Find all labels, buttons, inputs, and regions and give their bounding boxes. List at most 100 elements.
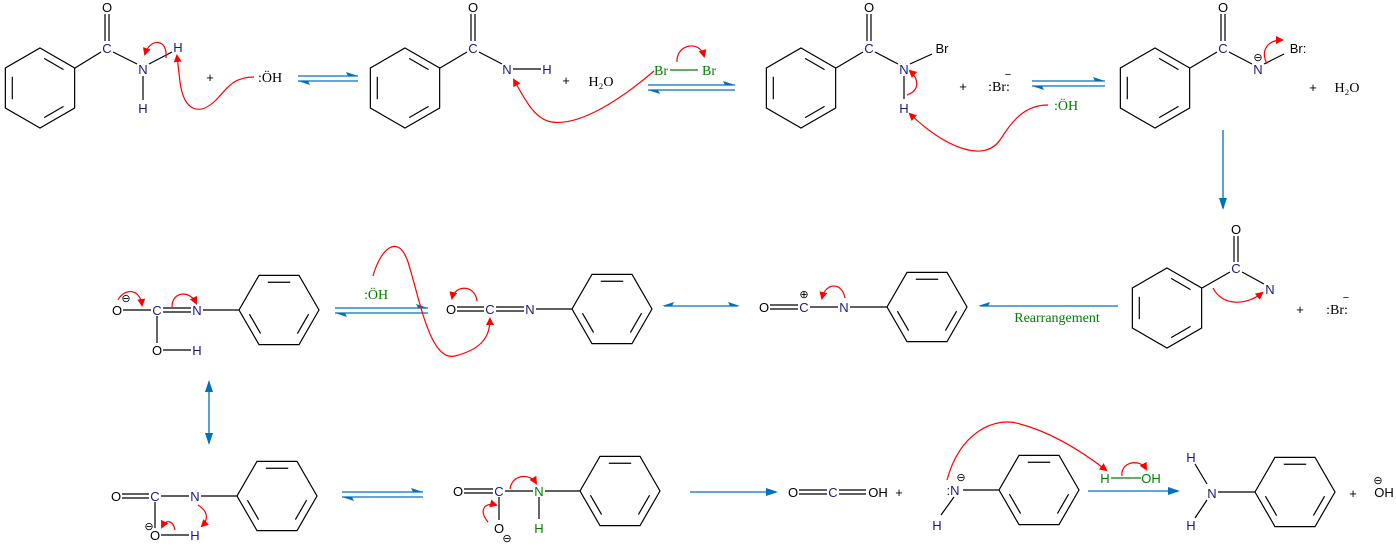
benzene-ring — [571, 273, 653, 345]
negative-charge: ⊖ — [1373, 475, 1382, 487]
amide-anion: O C N H — [439, 0, 552, 77]
atom-o: O — [1218, 0, 1228, 15]
resonance-arrow-vertical — [205, 380, 213, 445]
benzene-ring — [579, 455, 661, 527]
atom-h: H — [534, 521, 543, 536]
positive-charge: ⊕ — [799, 289, 808, 301]
atom-o: O — [494, 521, 504, 536]
electron-arrow — [449, 287, 478, 302]
atom-o: O — [152, 343, 162, 358]
hydroxide-label: :ÖH — [258, 69, 282, 86]
atom-c: C — [152, 303, 161, 318]
ring-double-bond — [944, 310, 958, 331]
atom-o: O — [468, 0, 478, 15]
atom-h: H — [1186, 450, 1195, 465]
electron-arrow — [142, 41, 167, 59]
ring-double-bond — [896, 310, 910, 331]
electron-arrow — [676, 45, 707, 63]
negative-charge: − — [1005, 69, 1011, 81]
electron-arrow — [161, 519, 176, 531]
electron-arrow — [946, 421, 1108, 481]
atom-oh: OH — [868, 485, 888, 500]
benzene-ring — [238, 274, 320, 346]
bromide-label: :Br: — [988, 80, 1010, 95]
ring-double-bond — [43, 105, 64, 119]
electron-arrow — [908, 104, 1049, 152]
atom-oh: OH — [1141, 471, 1161, 486]
electron-arrow — [509, 475, 538, 490]
atom-h: H — [899, 101, 908, 116]
ring-double-bond — [43, 57, 64, 71]
ring-outline — [1119, 47, 1191, 129]
atom-n: N — [899, 62, 908, 77]
plus-sign: + — [1296, 302, 1304, 317]
electron-arrow — [1212, 287, 1264, 303]
ring-double-bond — [589, 494, 603, 515]
rearrangement-label: Rearrangement — [1014, 311, 1100, 326]
atom-h: H — [192, 343, 201, 358]
ring-outline — [369, 47, 441, 129]
benzamide: O C N H H — [74, 0, 183, 116]
plus-sign: + — [1349, 486, 1357, 501]
carbamate-anion: O C N O ⊖ H — [453, 484, 580, 545]
electron-arrow — [1121, 461, 1147, 477]
atom-h: H — [190, 528, 199, 543]
atom-n: N — [1207, 486, 1216, 501]
equilibrium-arrow — [298, 72, 358, 85]
ring-outline — [998, 454, 1080, 526]
ring-outline — [886, 271, 968, 343]
atom-n: N — [525, 302, 534, 317]
atom-c: C — [485, 302, 494, 317]
atom-n: N — [839, 300, 848, 315]
ring-outline — [236, 460, 318, 532]
atom-br: Br — [936, 41, 950, 56]
n-bromobenzamide: O C N Br H — [835, 0, 950, 116]
atom-o: O — [1231, 222, 1241, 237]
electron-arrow — [197, 504, 210, 528]
ring-double-bond — [1008, 493, 1022, 514]
ring-double-bond — [1170, 325, 1191, 339]
resonance-arrow — [662, 302, 740, 307]
negative-charge: ⊖ — [144, 521, 153, 533]
ring-outline — [1131, 267, 1203, 349]
atom-o: O — [150, 528, 160, 543]
benzene-ring — [4, 47, 76, 129]
plus-sign: + — [206, 70, 214, 85]
ring-outline — [579, 455, 661, 527]
benzene-ring — [765, 47, 837, 129]
electron-arrow — [117, 291, 146, 307]
electron-arrow — [1263, 36, 1284, 65]
benzene-ring — [998, 454, 1080, 526]
atom-c: C — [1231, 261, 1240, 276]
ring-double-bond — [637, 494, 651, 515]
atom-n: N — [502, 62, 511, 77]
benzene-ring — [369, 47, 441, 129]
atom-h: H — [138, 101, 147, 116]
ring-double-bond — [581, 312, 595, 333]
bromoamide-anion: O C N ⊖ Br: — [1189, 0, 1306, 77]
electron-arrow — [173, 54, 255, 110]
atom-c: C — [828, 485, 837, 500]
hydroxide-label: :ÖH — [1054, 97, 1078, 114]
aniline: H N H — [1186, 450, 1255, 533]
ring-double-bond — [804, 105, 825, 119]
atom-n: :N — [947, 483, 960, 498]
forward-arrow-down — [1219, 130, 1227, 210]
equilibrium-arrow — [342, 488, 423, 501]
nitrene: O C N — [1201, 222, 1275, 297]
ring-double-bond — [408, 57, 429, 71]
ring-double-bond — [246, 499, 260, 520]
carbamic-acid: O C OH — [788, 485, 888, 500]
atom-h: H — [1186, 518, 1195, 533]
atom-o: O — [453, 484, 463, 499]
atom-h: H — [932, 518, 941, 533]
negative-charge: − — [1343, 292, 1349, 304]
atom-c: C — [102, 41, 111, 56]
electron-arrow — [372, 245, 494, 357]
atom-o: O — [102, 0, 112, 15]
ring-double-bond — [1312, 495, 1326, 516]
ring-double-bond — [1264, 495, 1278, 516]
ring-outline — [238, 274, 320, 346]
electron-arrow — [906, 69, 918, 96]
